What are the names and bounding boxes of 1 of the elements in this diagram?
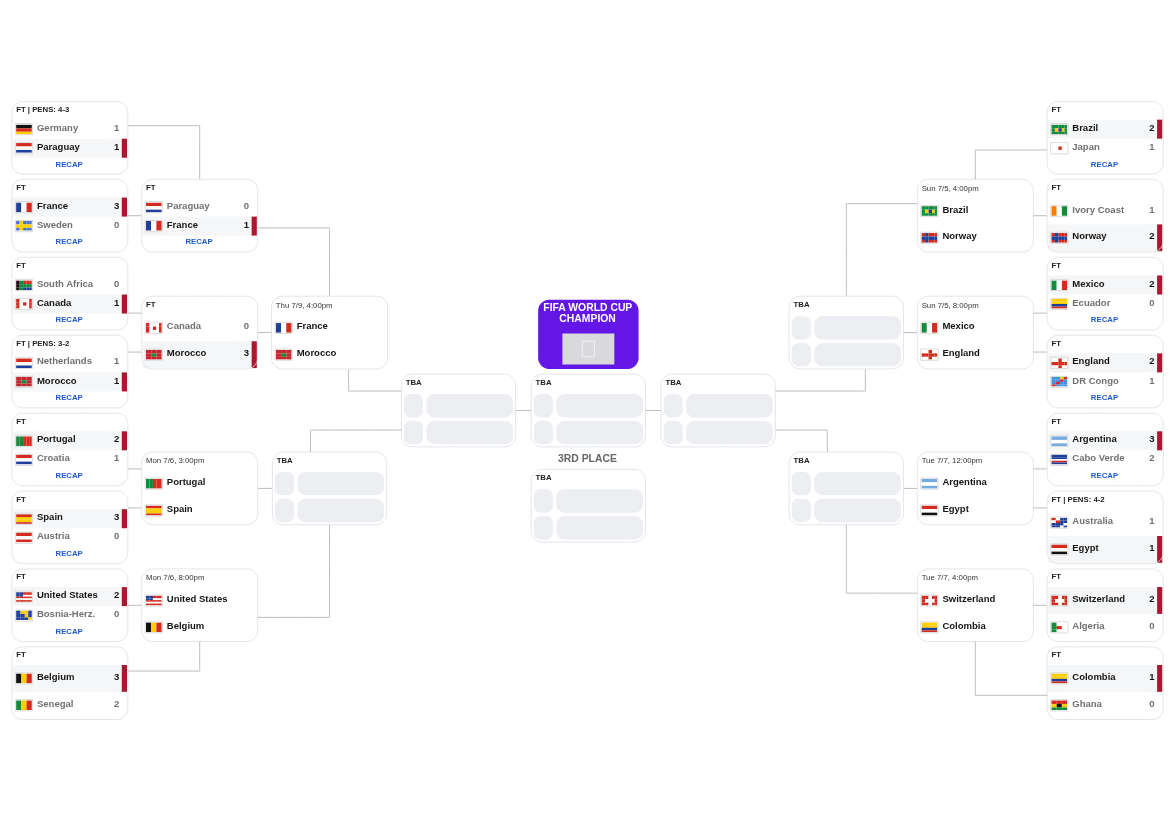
node-label: 3RD PLACE [558, 452, 617, 464]
